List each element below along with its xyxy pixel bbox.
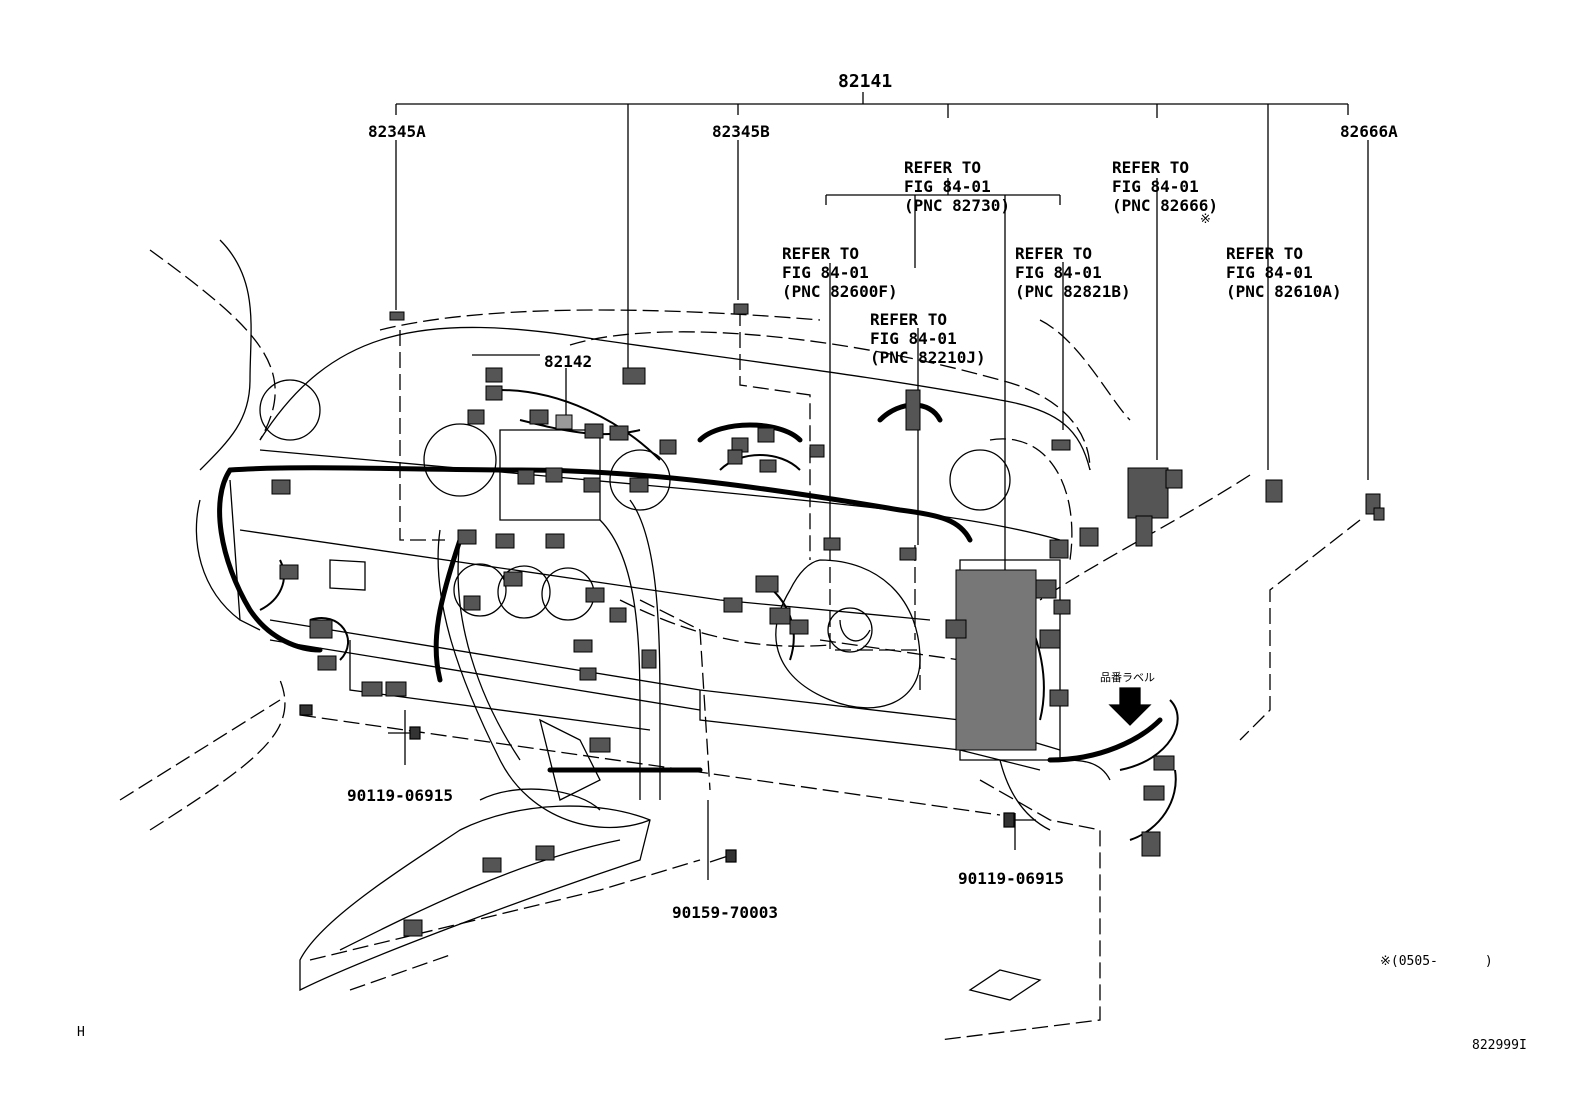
sub-harness-label: 82142 <box>544 352 593 371</box>
dashed-outlines <box>119 249 1361 1041</box>
bolt-center-label: 90159-70003 <box>672 903 778 922</box>
wire-harness <box>217 402 1163 773</box>
bolts <box>299 704 1036 863</box>
leader-lines <box>395 92 1369 880</box>
clamp-b-label: 82345B <box>712 122 770 141</box>
bracket-label: 82666A <box>1340 122 1398 141</box>
star-mark: ※ <box>1200 212 1211 227</box>
bolt-right-label: 90119-06915 <box>958 869 1064 888</box>
date-note: ※(0505- ) <box>1380 954 1493 969</box>
connectors <box>271 303 1385 937</box>
label-sticker-text: 品番ラベル <box>1100 671 1155 684</box>
figure-number: 822999I <box>1472 1038 1527 1053</box>
clamp-a-label: 82345A <box>368 122 426 141</box>
bolt-left-label: 90119-06915 <box>347 786 453 805</box>
main-harness-label: 82141 <box>838 71 893 92</box>
wire-harness-thin <box>259 389 1179 841</box>
corner-mark: H <box>77 1025 85 1040</box>
label-arrow <box>1108 687 1152 726</box>
dashboard-body <box>195 239 1111 1001</box>
